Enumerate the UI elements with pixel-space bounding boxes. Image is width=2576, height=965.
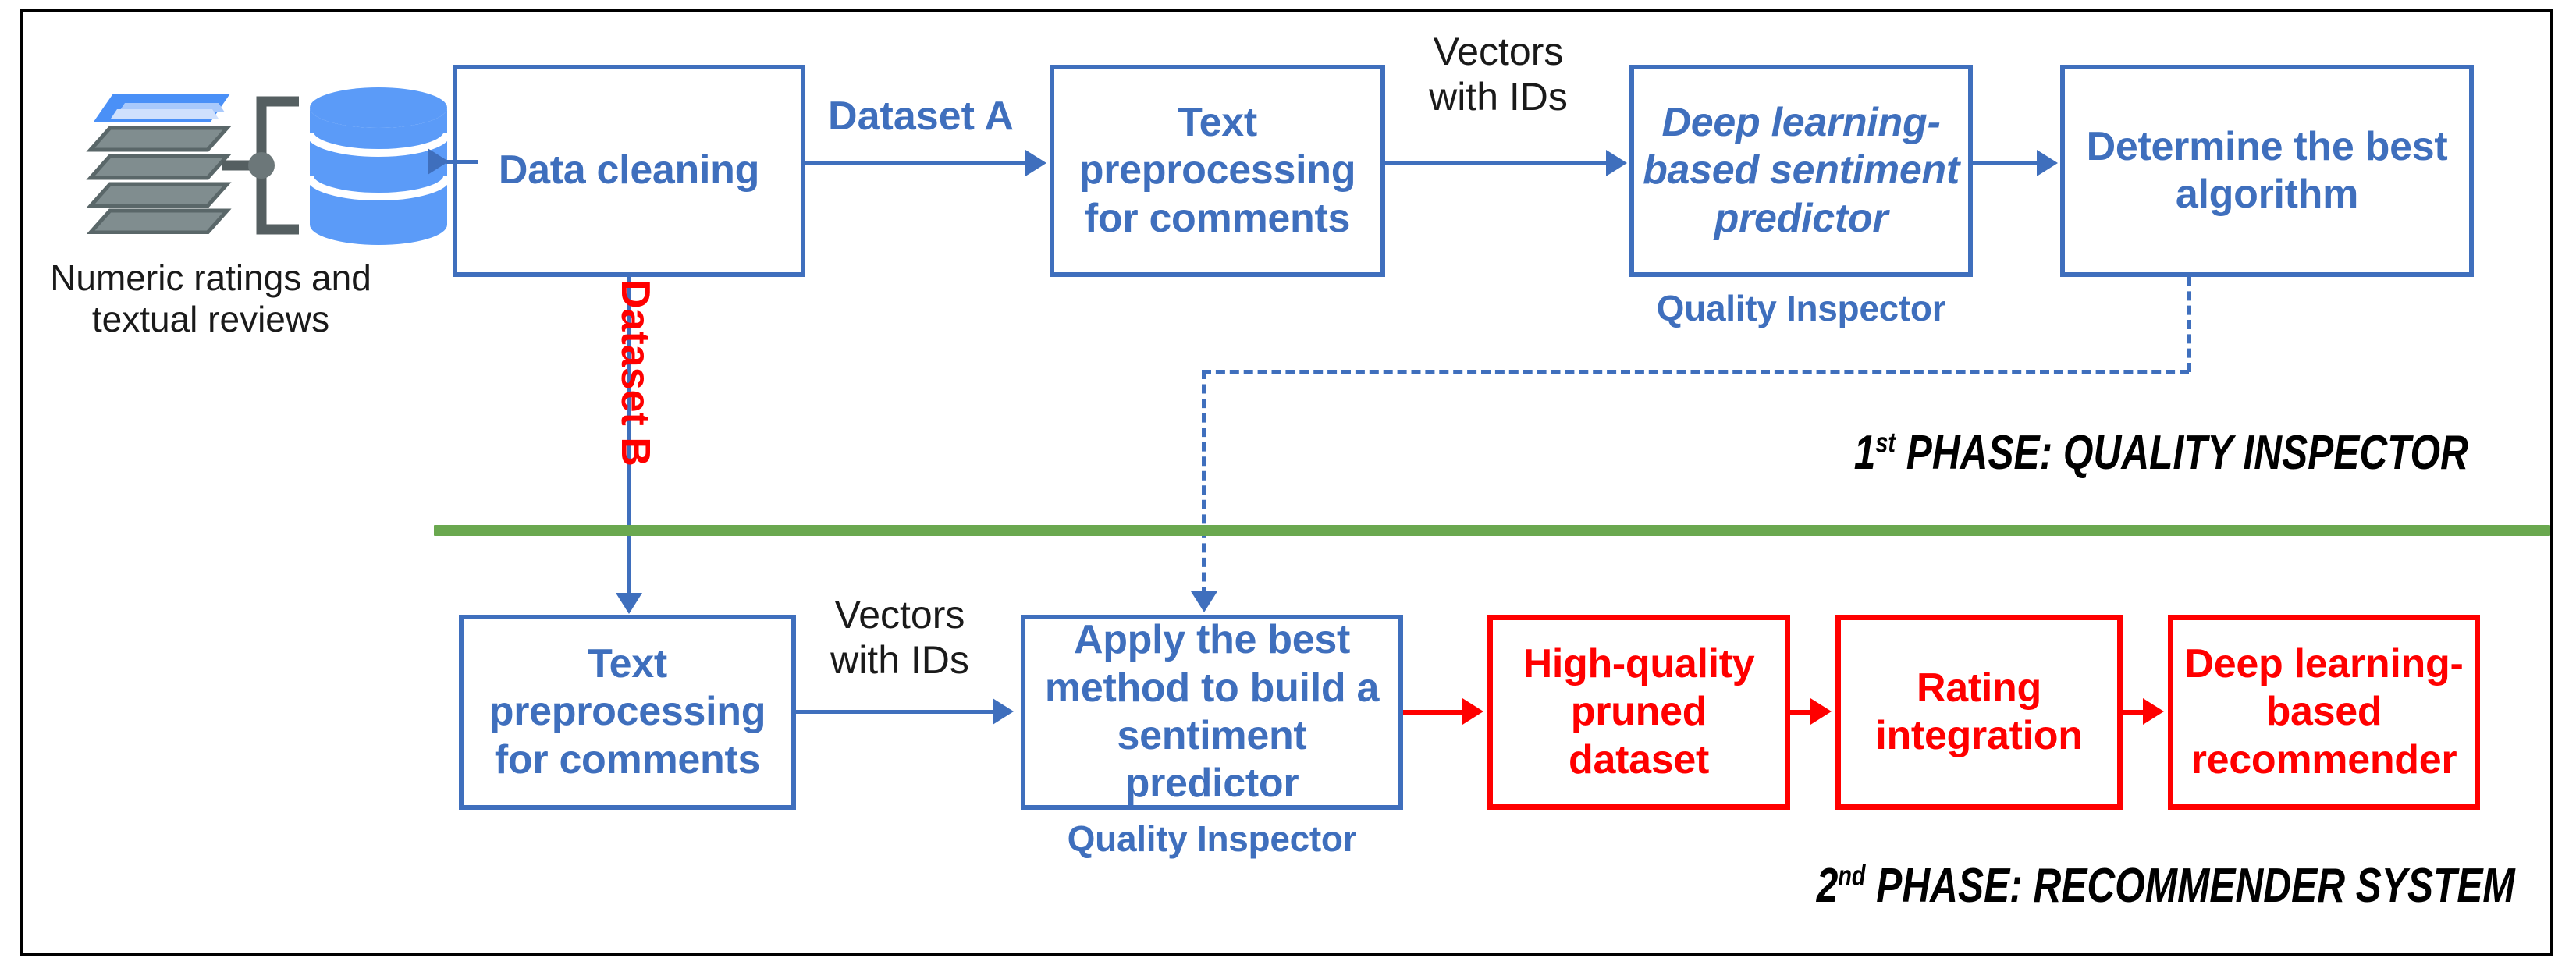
arrowhead-rating-to-recommender — [2143, 698, 2164, 725]
edge-preprocessing-b-to-apply — [796, 710, 995, 714]
box-sentiment-predictor[interactable]: Deep learning- based sentiment predictor — [1629, 65, 1973, 277]
sublabel-quality-inspector-phase1: Quality Inspector — [1656, 288, 1946, 328]
edge-label-dataset-a: Dataset A — [828, 94, 1014, 139]
edge-rating-to-recommender — [2123, 710, 2148, 715]
box-text-preprocessing-a[interactable]: Text preprocessing for comments — [1050, 65, 1385, 277]
arrowhead-predictor-to-determine — [2037, 150, 2058, 176]
arrowhead-apply-to-pruned — [1462, 698, 1483, 725]
arrowhead-preprocessing-to-predictor — [1606, 150, 1627, 176]
phase1-ordinal: 1 — [1853, 426, 1876, 480]
box-sentiment-predictor-label: Deep learning- based sentiment predictor — [1643, 99, 1960, 241]
edge-label-dataset-b: Dataset B — [613, 279, 658, 467]
phase2-label: 2nd PHASE: RECOMMENDER SYSTEM — [1817, 858, 2515, 914]
edge-apply-to-pruned — [1403, 710, 1466, 715]
arrowhead-cleaning-to-preprocessing — [1025, 150, 1046, 176]
sublabel-quality-inspector-phase2: Quality Inspector — [1067, 818, 1357, 859]
arrowhead-preprocessing-b-to-apply — [993, 698, 1014, 725]
edge-label-vectors-with-ids-phase1: Vectors with IDs — [1429, 30, 1568, 119]
bracket-connector-icon — [222, 96, 299, 235]
box-rating-integration-label: Rating integration — [1875, 665, 2083, 758]
box-data-cleaning[interactable]: Data cleaning — [453, 65, 805, 277]
box-determine-best-algorithm[interactable]: Determine the best algorithm — [2060, 65, 2474, 277]
edge-db-to-data-cleaning — [446, 160, 478, 164]
box-data-cleaning-label: Data cleaning — [498, 147, 760, 193]
box-text-preprocessing-b-label: Text preprocessing for comments — [489, 640, 766, 782]
box-dl-recommender-label: Deep learning- based recommender — [2184, 640, 2464, 782]
arrowhead-dashed-to-apply — [1191, 591, 1217, 612]
phase1-label: 1st PHASE: QUALITY INSPECTOR — [1854, 425, 2468, 481]
phase2-ordinal: 2 — [1817, 859, 1839, 913]
box-apply-best-method-label: Apply the best method to build a sentime… — [1044, 617, 1380, 807]
diagram-frame — [20, 9, 2553, 956]
edge-pruned-to-rating — [1790, 710, 1815, 715]
edge-dashed-down-to-apply — [1202, 370, 1206, 596]
arrowhead-pruned-to-rating — [1810, 698, 1832, 725]
box-determine-best-algorithm-label: Determine the best algorithm — [2086, 123, 2448, 217]
edge-determine-dashed-down — [2187, 277, 2191, 372]
edge-predictor-to-determine — [1973, 161, 2039, 165]
box-rating-integration[interactable]: Rating integration — [1835, 615, 2123, 810]
edge-label-vectors-with-ids-phase2: Vectors with IDs — [830, 593, 969, 682]
edge-cleaning-to-preprocessing — [805, 161, 1028, 165]
box-apply-best-method[interactable]: Apply the best method to build a sentime… — [1021, 615, 1403, 810]
box-text-preprocessing-b[interactable]: Text preprocessing for comments — [459, 615, 796, 810]
box-pruned-dataset[interactable]: High-quality pruned dataset — [1487, 615, 1790, 810]
box-pruned-dataset-label: High-quality pruned dataset — [1523, 640, 1755, 782]
database-cylinder-icon — [306, 87, 451, 245]
arrowhead-db-to-data-cleaning — [428, 148, 449, 175]
edge-preprocessing-to-predictor — [1385, 161, 1608, 165]
phase1-ordinal-suffix: st — [1875, 426, 1896, 459]
edge-cleaning-to-preprocessing-b — [627, 277, 631, 608]
box-dl-recommender[interactable]: Deep learning- based recommender — [2168, 615, 2480, 810]
box-text-preprocessing-a-label: Text preprocessing for comments — [1078, 99, 1356, 241]
layered-data-stack-icon — [86, 94, 232, 234]
phase2-label-text: PHASE: RECOMMENDER SYSTEM — [1876, 859, 2515, 913]
phase2-ordinal-suffix: nd — [1838, 859, 1866, 892]
arrowhead-cleaning-to-preprocessing-b — [616, 593, 642, 614]
source-caption: Numeric ratings and textual reviews — [50, 257, 371, 339]
phase-divider — [434, 525, 2550, 536]
phase1-label-text: PHASE: QUALITY INSPECTOR — [1906, 426, 2468, 480]
edge-determine-dashed-left — [1202, 370, 2189, 374]
